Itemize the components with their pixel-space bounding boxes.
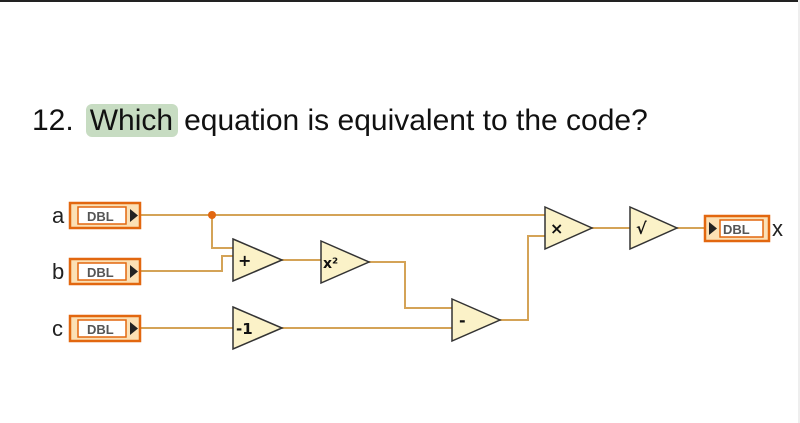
input-label-a: a <box>52 203 65 228</box>
input-type-c: DBL <box>87 322 114 337</box>
input-label-b: b <box>52 259 64 284</box>
input-terminal-c[interactable]: c DBL <box>52 314 142 343</box>
question-number: 12. <box>32 104 74 137</box>
question-body: equation is equivalent to the code? <box>184 104 648 137</box>
top-border <box>0 0 800 2</box>
sqrt-symbol: √ <box>636 219 647 238</box>
input-label-c: c <box>52 316 63 341</box>
wire-a-to-add <box>211 215 233 249</box>
add-symbol: + <box>238 251 251 270</box>
right-border <box>798 0 800 423</box>
wire-square-to-subtract <box>369 261 452 309</box>
input-terminal-b[interactable]: b DBL <box>52 257 142 286</box>
negate-symbol: -1 <box>236 320 253 338</box>
highlighted-word: Which <box>85 104 179 137</box>
sqrt-node[interactable]: √ <box>629 205 679 251</box>
wires <box>140 214 705 329</box>
multiply-node[interactable]: × <box>544 205 594 251</box>
input-terminal-a[interactable]: a DBL <box>52 201 142 230</box>
wire-junction <box>208 211 216 219</box>
add-node[interactable]: + <box>232 237 284 283</box>
wire-b-to-add <box>140 255 233 272</box>
multiply-symbol: × <box>550 219 563 238</box>
subtract-node[interactable]: - <box>451 297 502 343</box>
square-symbol: x² <box>323 256 338 272</box>
square-node[interactable]: x² <box>320 239 371 285</box>
input-type-a: DBL <box>87 209 114 224</box>
subtract-symbol: - <box>459 311 466 330</box>
output-terminal-x[interactable]: DBL x <box>703 214 783 243</box>
output-label-x: x <box>772 216 783 241</box>
output-type-x: DBL <box>723 222 750 237</box>
input-type-b: DBL <box>87 265 114 280</box>
wire-subtract-to-multiply <box>500 235 545 321</box>
negate-node[interactable]: -1 <box>232 305 284 351</box>
